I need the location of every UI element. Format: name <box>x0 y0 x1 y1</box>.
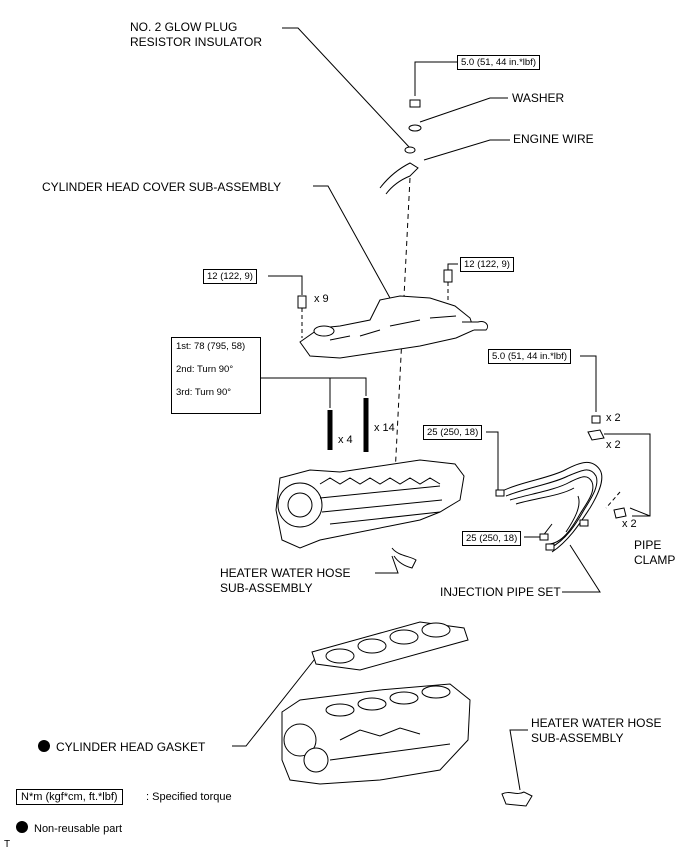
dash-clamp <box>605 491 621 509</box>
pipe-fitting <box>545 543 555 551</box>
label-pipe-clamp: PIPE CLAMP <box>634 538 676 567</box>
nonreusable-marker-icon <box>38 740 50 752</box>
leader-clamp <box>604 433 651 517</box>
leader-clamp-nut <box>580 355 597 412</box>
leader-clamp-2 <box>629 507 651 517</box>
label-head-cover: CYLINDER HEAD COVER SUB-ASSEMBLY <box>42 180 282 194</box>
leader-gasket <box>232 654 319 747</box>
leader-heater-lower <box>509 729 528 791</box>
label-heater-hose-lower: HEATER WATER HOSE SUB-ASSEMBLY <box>531 716 662 745</box>
clamp-bolt-part <box>613 507 627 519</box>
leader-glow-plug <box>282 27 411 149</box>
qty-cover-bolts: x 9 <box>314 293 329 305</box>
leader-pipe-upper <box>486 431 499 490</box>
qty-clamp-nuts: x 2 <box>606 412 621 424</box>
head-heater-hose <box>391 547 417 569</box>
label-heater-hose-upper: HEATER WATER HOSE SUB-ASSEMBLY <box>220 566 351 595</box>
cover-hose <box>462 321 489 331</box>
leader-washer <box>419 97 508 123</box>
legend-nonreusable: Non-reusable part <box>16 821 122 835</box>
nonreusable-legend-icon <box>16 821 28 833</box>
leader-engine-wire <box>423 139 510 161</box>
clamp-nut-part <box>591 415 601 424</box>
label-glow-plug-insulator: NO. 2 GLOW PLUG RESISTOR INSULATOR <box>130 20 263 49</box>
step-2: 2nd: Turn 90° <box>176 364 234 375</box>
pipe-clamp-part <box>587 429 605 441</box>
head-bolt-torque-steps: 1st: 78 (795, 58) 2nd: Turn 90° 3rd: Tur… <box>171 337 261 414</box>
torque-cover-right: 12 (122, 9) <box>460 257 514 272</box>
label-injection-pipe-set: INJECTION PIPE SET <box>440 585 561 599</box>
leader-head-cover <box>313 185 391 299</box>
leader-cover-left <box>268 275 303 295</box>
corner-mark: T <box>4 839 11 850</box>
washer-part <box>408 124 422 132</box>
label-washer: WASHER <box>512 91 565 105</box>
lower-heater-hose <box>501 791 533 807</box>
legend-torque-box: N*m (kgf*cm, ft.*lbf) <box>16 789 123 805</box>
torque-clamp-nut: 5.0 (51, 44 in.*lbf) <box>488 349 571 364</box>
qty-long-bolts: x 14 <box>374 422 395 434</box>
step-3: 3rd: Turn 90° <box>176 387 232 398</box>
bolt-cover-right <box>443 269 453 283</box>
qty-short-bolts: x 4 <box>338 434 353 446</box>
label-head-gasket: CYLINDER HEAD GASKET <box>38 740 205 755</box>
leader-nut-top <box>414 61 457 96</box>
legend-torque-text: : Specified torque <box>146 791 232 803</box>
crank-pulley <box>283 723 317 757</box>
qty-clamp-bolts: x 2 <box>622 518 637 530</box>
step-1: 1st: 78 (795, 58) <box>176 341 246 352</box>
leader-heater-upper <box>375 555 399 574</box>
leader-injection <box>562 544 601 593</box>
torque-nut-top: 5.0 (51, 44 in.*lbf) <box>457 55 540 70</box>
qty-clamps: x 2 <box>606 439 621 451</box>
bolt-cover-left <box>297 295 307 309</box>
injection-pipe-set <box>499 462 603 553</box>
head-cover-part <box>299 295 475 359</box>
torque-pipe-lower: 25 (250, 18) <box>462 531 522 546</box>
torque-cover-left: 12 (122, 9) <box>203 269 257 284</box>
torque-pipe-upper: 25 (250, 18) <box>423 425 483 440</box>
engine-wire-part <box>379 162 419 195</box>
nut-top <box>409 99 421 108</box>
glow-plug-insulator <box>404 146 416 154</box>
label-engine-wire: ENGINE WIRE <box>513 132 594 146</box>
leader-bolt-box <box>260 377 367 396</box>
